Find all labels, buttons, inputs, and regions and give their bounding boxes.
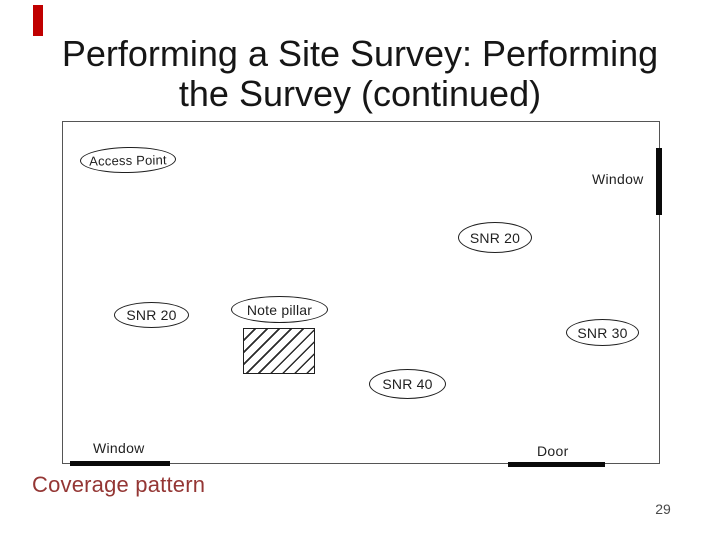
page-number: 29 [655, 501, 671, 517]
window-marker-top [656, 148, 662, 215]
door-label: Door [537, 443, 569, 459]
slide-title-line1: Performing a Site Survey: Performing [61, 33, 659, 74]
figure-caption: Coverage pattern [32, 472, 206, 497]
site-survey-diagram: Access Point SNR 20 SNR 20 Note pillar S… [62, 121, 662, 467]
note-pillar-ellipse: Note pillar [231, 296, 328, 323]
window-label-top: Window [592, 171, 644, 187]
access-point-ellipse: Access Point [79, 146, 177, 174]
slide-title: Performing a Site Survey: Performing the… [0, 34, 720, 114]
door-marker [508, 462, 605, 467]
snr-40-ellipse: SNR 40 [369, 369, 446, 399]
snr-20-left-ellipse: SNR 20 [114, 302, 189, 328]
snr-30-ellipse: SNR 30 [566, 319, 639, 346]
snr-20-upper-ellipse: SNR 20 [458, 222, 532, 253]
slide-accent-bar [33, 5, 43, 36]
pillar-hatched-rect [243, 328, 315, 374]
slide-title-line2: the Survey (continued) [178, 73, 542, 114]
window-marker-bottom [70, 461, 170, 466]
window-label-bottom: Window [93, 440, 145, 456]
